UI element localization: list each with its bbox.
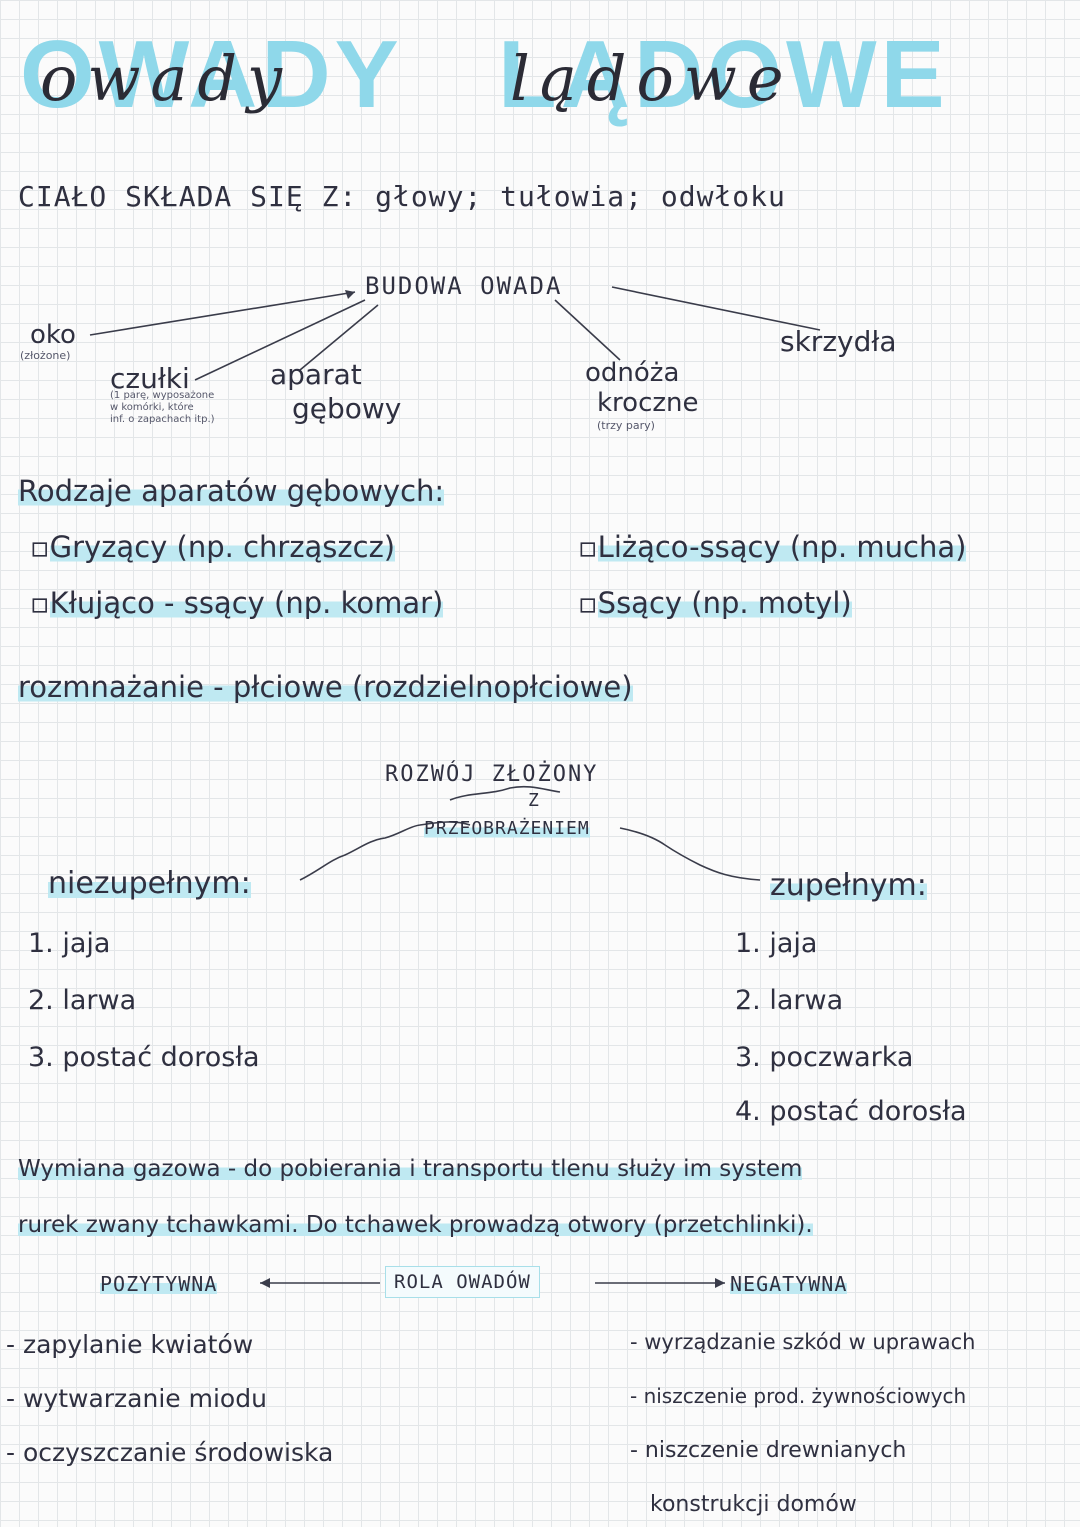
development-przeobrazeniem: PRZEOBRAŻENIEM: [424, 818, 590, 839]
mouthpart-text-2: Kłująco - ssący (np. komar): [49, 586, 444, 620]
gas-exchange-line-1: Wymiana gazowa - do pobierania i transpo…: [18, 1156, 803, 1182]
role-positive-2: - wytwarzanie miodu: [6, 1384, 267, 1413]
label-oko: oko: [30, 320, 76, 350]
complete-step-1: 1. jaja: [735, 928, 818, 959]
development-z: Z: [528, 790, 541, 811]
mouthpart-item-4: ▫Ssący (np. motyl): [578, 586, 852, 620]
role-positive-title-text: POZYTYWNA: [100, 1272, 218, 1296]
role-negative-1: - wyrządzanie szkód w uprawach: [630, 1330, 976, 1354]
role-center-label: ROLA OWADÓW: [385, 1266, 540, 1298]
przeobrazeniem-text: PRZEOBRAŻENIEM: [424, 818, 590, 839]
gas-exchange-text-2: rurek zwany tchawkami. Do tchawek prowad…: [18, 1212, 813, 1238]
role-positive-1: - zapylanie kwiatów: [6, 1330, 254, 1359]
complete-title: zupełnym:: [770, 868, 927, 903]
label-aparat-2: gębowy: [292, 392, 402, 425]
gas-exchange-line-2: rurek zwany tchawkami. Do tchawek prowad…: [18, 1212, 813, 1238]
note-czulki-1: (1 parę, wyposażone: [110, 390, 215, 401]
label-odnoza-1: odnóża: [585, 358, 680, 388]
role-negative-4: konstrukcji domów: [650, 1492, 857, 1517]
complete-title-text: zupełnym:: [770, 868, 927, 903]
checkbox-icon: ▫: [30, 586, 50, 620]
mouthpart-text-4: Ssący (np. motyl): [597, 586, 852, 620]
mouthparts-heading: Rodzaje aparatów gębowych:: [18, 474, 445, 508]
reproduction-line: rozmnażanie - płciowe (rozdzielnopłciowe…: [18, 670, 633, 704]
mouthparts-heading-text: Rodzaje aparatów gębowych:: [18, 474, 445, 508]
role-negative-3: - niszczenie drewnianych: [630, 1438, 907, 1463]
incomplete-step-3: 3. postać dorosła: [28, 1042, 260, 1073]
checkbox-icon: ▫: [30, 530, 50, 564]
checkbox-icon: ▫: [578, 530, 598, 564]
complete-step-3: 3. poczwarka: [735, 1042, 914, 1073]
label-odnoza-2: kroczne: [597, 388, 699, 418]
note-oko: (złożone): [20, 349, 71, 362]
note-czulki-2: w komórki, które: [110, 402, 194, 413]
checkbox-icon: ▫: [578, 586, 598, 620]
label-aparat-1: aparat: [270, 358, 362, 391]
banner-word-1: OWADY: [20, 21, 403, 128]
mouthpart-item-1: ▫Gryzący (np. chrząszcz): [30, 530, 396, 564]
complete-step-4: 4. postać dorosła: [735, 1096, 967, 1127]
note-odnoza: (trzy pary): [597, 419, 655, 432]
incomplete-title: niezupełnym:: [48, 866, 251, 901]
incomplete-step-1: 1. jaja: [28, 928, 111, 959]
incomplete-title-text: niezupełnym:: [48, 866, 251, 901]
mouthpart-item-2: ▫Kłująco - ssący (np. komar): [30, 586, 444, 620]
body-parts-line: CIAŁO SKŁADA SIĘ Z: głowy; tułowia; odwł…: [18, 180, 786, 213]
role-negative-title-text: NEGATYWNA: [730, 1272, 848, 1296]
structure-center-label: BUDOWA OWADA: [365, 272, 563, 300]
mouthpart-item-3: ▫Liżąco-ssący (np. mucha): [578, 530, 967, 564]
script-word-1: owady: [40, 42, 293, 115]
role-negative-2: - niszczenie prod. żywnościowych: [630, 1384, 967, 1408]
label-skrzydla: skrzydła: [780, 325, 897, 358]
label-czulki: czułki: [110, 362, 190, 395]
mouthpart-text-1: Gryzący (np. chrząszcz): [49, 530, 396, 564]
role-center-text: ROLA OWADÓW: [394, 1271, 531, 1293]
incomplete-step-2: 2. larwa: [28, 985, 137, 1016]
note-czulki-3: inf. o zapachach itp.): [110, 414, 215, 425]
title-banner: OWADY LĄDOWE owady lądowe: [10, 18, 1070, 148]
role-positive-3: - oczyszczanie środowiska: [6, 1438, 334, 1467]
banner-word-2: LĄDOWE: [498, 21, 949, 128]
gas-exchange-text-1: Wymiana gazowa - do pobierania i transpo…: [18, 1156, 803, 1182]
reproduction-text: rozmnażanie - płciowe (rozdzielnopłciowe…: [18, 670, 633, 704]
script-word-2: lądowe: [510, 42, 794, 115]
development-title: ROZWÓJ ZŁOŻONY: [385, 762, 599, 787]
mouthpart-text-3: Liżąco-ssący (np. mucha): [597, 530, 967, 564]
role-positive-title: POZYTYWNA: [100, 1272, 218, 1296]
role-negative-title: NEGATYWNA: [730, 1272, 848, 1296]
complete-step-2: 2. larwa: [735, 985, 844, 1016]
